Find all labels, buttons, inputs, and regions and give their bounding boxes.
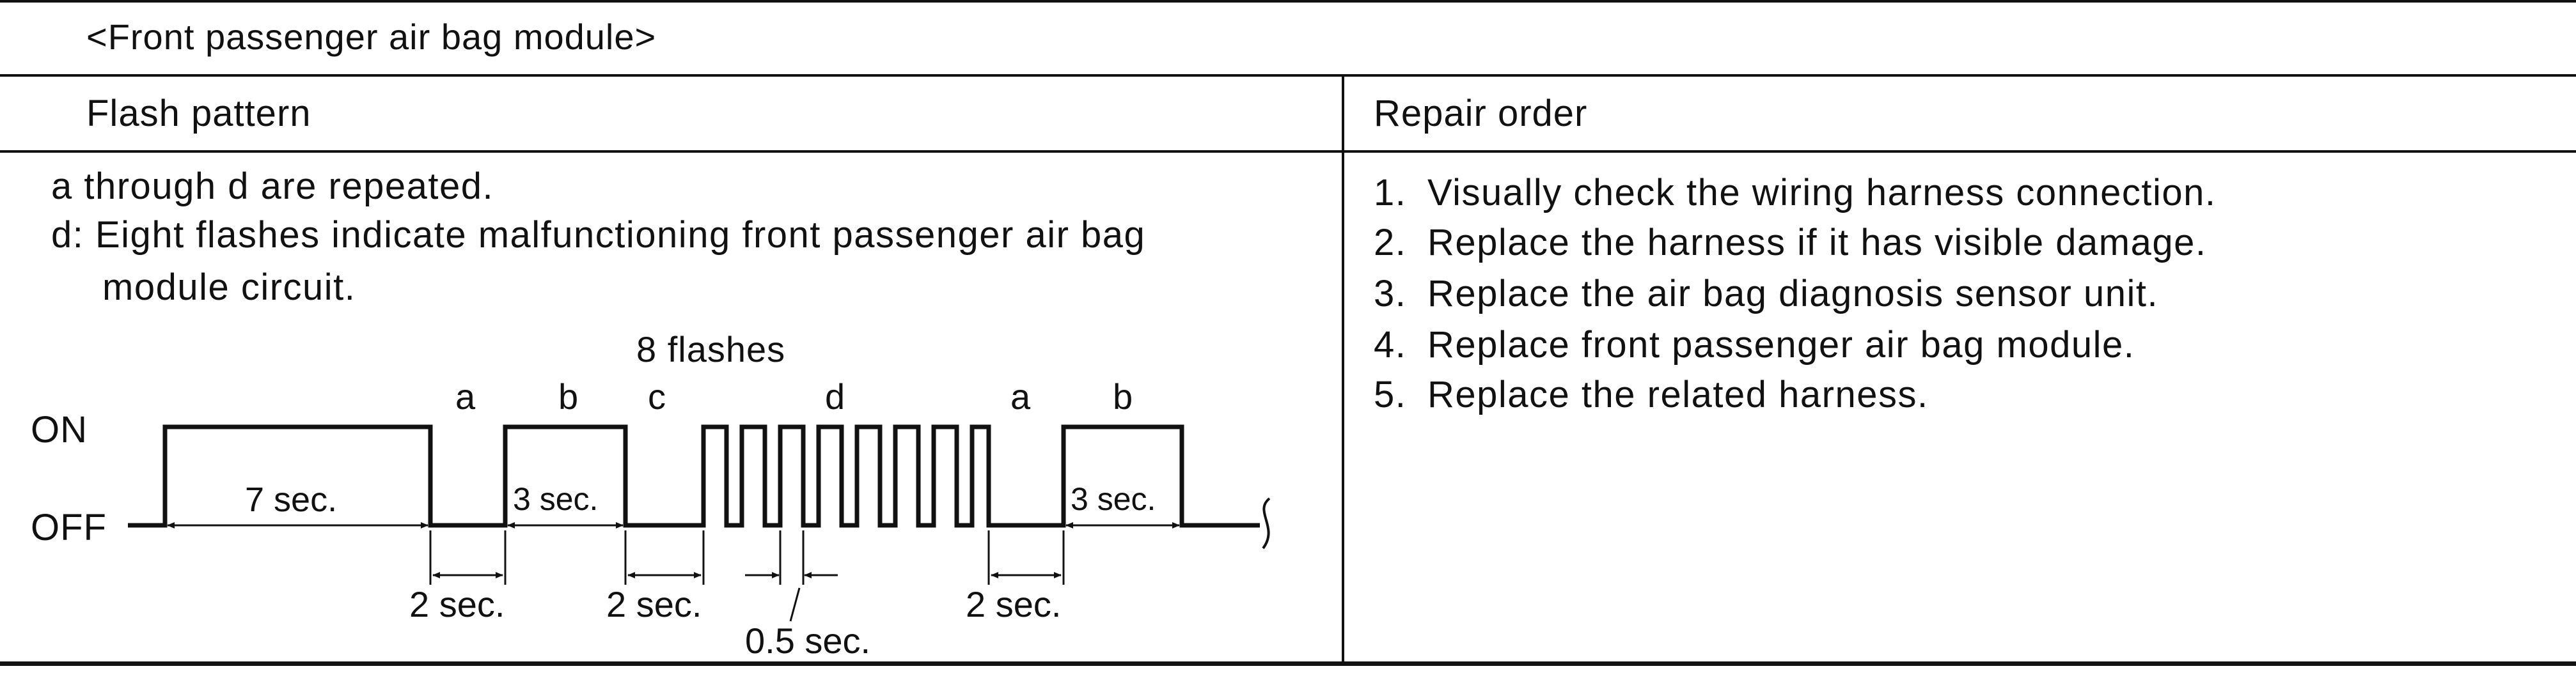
off-level-label: OFF: [31, 507, 107, 548]
repair-step: 5. Replace the related harness.: [1374, 369, 1929, 421]
repair-step-number: 5.: [1374, 374, 1407, 415]
repair-step-text: Replace the harness if it has visible da…: [1427, 222, 2207, 263]
segment-b-label: b: [1113, 376, 1133, 417]
segment-b-label: b: [558, 376, 578, 417]
repair-step-number: 2.: [1374, 222, 1407, 263]
repair-step: 4. Replace front passenger air bag module…: [1374, 320, 2135, 371]
three-sec-label: 3 sec.: [1071, 481, 1156, 517]
flash-pattern-header: Flash pattern: [86, 93, 311, 134]
segment-c-label: c: [648, 376, 666, 417]
repair-step-text: Replace the air bag diagnosis sensor uni…: [1427, 273, 2159, 314]
segment-d-label: d: [825, 376, 845, 417]
flash-waveform: [128, 424, 1260, 528]
two-sec-label: 2 sec.: [409, 584, 505, 624]
half-sec-label: 0.5 sec.: [745, 621, 870, 661]
header-rule: [0, 150, 2576, 153]
flash-note-d-continuation: module circuit.: [102, 266, 356, 308]
repair-order-header: Repair order: [1374, 93, 1588, 134]
two-sec-dimension: [429, 530, 507, 585]
repair-step: 2. Replace the harness if it has visible …: [1374, 217, 2206, 268]
repair-step-number: 4.: [1374, 324, 1407, 366]
flash-note-repeat: a through d are repeated.: [51, 166, 494, 207]
continuation-break-mark: [1262, 497, 1271, 550]
repair-step-number: 1.: [1374, 172, 1407, 213]
two-sec-label: 2 sec.: [966, 584, 1061, 624]
repair-step: 1. Visually check the wiring harness conn…: [1374, 167, 2217, 219]
on-level-label: ON: [31, 409, 88, 451]
repair-step: 3. Replace the air bag diagnosis sensor u…: [1374, 268, 2158, 320]
two-sec-dimension: [987, 530, 1065, 585]
three-sec-label: 3 sec.: [513, 481, 598, 517]
top-rule: [0, 0, 2576, 3]
segment-a-label: a: [1010, 376, 1031, 417]
caption-rule: [0, 74, 2576, 77]
repair-step-text: Replace front passenger air bag module.: [1427, 324, 2135, 366]
repair-step-text: Replace the related harness.: [1427, 374, 1929, 415]
flash-timing-diagram: ON OFF 8 flashes a b c d a b 7 sec. 3 se…: [31, 329, 1271, 661]
flash-note-d-description: d: Eight flashes indicate malfunctioning…: [51, 214, 1146, 256]
flash-count-label: 8 flashes: [636, 329, 785, 369]
column-divider: [1342, 74, 1344, 666]
half-sec-dimension: [745, 530, 838, 622]
two-sec-dimension: [624, 530, 705, 585]
repair-step-number: 3.: [1374, 273, 1407, 314]
two-sec-label: 2 sec.: [606, 584, 702, 624]
table-caption: <Front passenger air bag module>: [86, 17, 657, 57]
seven-sec-label: 7 sec.: [245, 481, 337, 519]
repair-step-text: Visually check the wiring harness connec…: [1427, 172, 2217, 213]
segment-a-label: a: [455, 376, 476, 417]
bottom-rule: [0, 661, 2576, 666]
